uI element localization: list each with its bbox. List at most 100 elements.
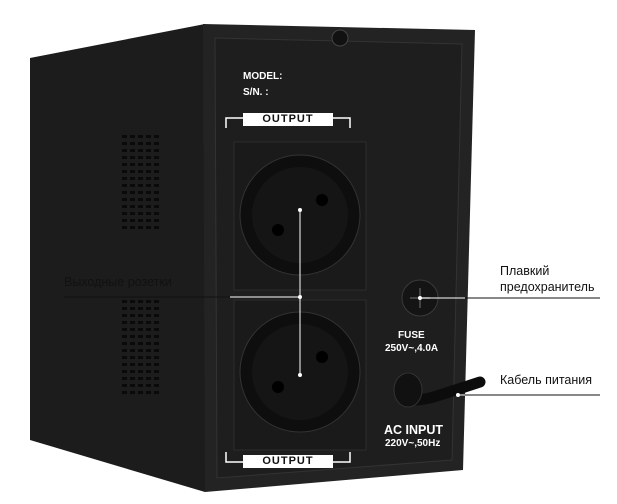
callout-fuse-line2: предохранитель — [500, 280, 595, 294]
vent-slot — [146, 191, 151, 194]
vent-slot — [146, 205, 151, 208]
vent-slot — [146, 212, 151, 215]
vent-slot — [154, 184, 159, 187]
vent-slot — [154, 335, 159, 338]
vent-slot — [130, 300, 135, 303]
vent-slot — [154, 314, 159, 317]
vent-slot — [130, 177, 135, 180]
vent-slot — [130, 342, 135, 345]
vent-slot — [146, 384, 151, 387]
vent-slot — [138, 177, 143, 180]
vent-slot — [122, 226, 127, 229]
vent-slot — [122, 391, 127, 394]
vent-slot — [122, 170, 127, 173]
vent-slot — [154, 328, 159, 331]
ac-input-title: AC INPUT — [384, 423, 444, 437]
vent-slot — [138, 384, 143, 387]
vent-slot — [130, 205, 135, 208]
vent-slot — [138, 219, 143, 222]
vent-slot — [138, 370, 143, 373]
vent-slot — [122, 342, 127, 345]
vent-slot — [122, 219, 127, 222]
vent-slot — [154, 384, 159, 387]
vent-slot — [138, 135, 143, 138]
vent-slot — [154, 149, 159, 152]
vent-slot — [138, 149, 143, 152]
vent-slot — [146, 391, 151, 394]
ac-input-rating: 220V~,50Hz — [385, 438, 441, 449]
vent-slot — [138, 321, 143, 324]
side-vents — [122, 135, 159, 394]
vent-slot — [138, 142, 143, 145]
vent-slot — [146, 349, 151, 352]
vent-slot — [146, 300, 151, 303]
vent-slot — [154, 377, 159, 380]
vent-slot — [130, 226, 135, 229]
vent-slot — [138, 226, 143, 229]
vent-slot — [154, 356, 159, 359]
vent-slot — [122, 307, 127, 310]
vent-slot — [154, 363, 159, 366]
vent-slot — [138, 328, 143, 331]
vent-slot — [122, 328, 127, 331]
vent-slot — [130, 377, 135, 380]
vent-slot — [138, 184, 143, 187]
vent-slot — [122, 177, 127, 180]
vent-slot — [154, 212, 159, 215]
vent-slot — [154, 391, 159, 394]
vent-slot — [138, 307, 143, 310]
vent-slot — [154, 349, 159, 352]
vent-slot — [154, 226, 159, 229]
vent-slot — [138, 314, 143, 317]
vent-slot — [138, 391, 143, 394]
vent-slot — [130, 349, 135, 352]
vent-slot — [154, 177, 159, 180]
vent-slot — [122, 321, 127, 324]
vent-slot — [154, 300, 159, 303]
vent-slot — [146, 226, 151, 229]
vent-slot — [122, 384, 127, 387]
vent-slot — [138, 198, 143, 201]
vent-slot — [130, 391, 135, 394]
vent-slot — [138, 205, 143, 208]
callout-fuse-line1: Плавкий — [500, 264, 550, 278]
vent-slot — [154, 191, 159, 194]
vent-slot — [146, 328, 151, 331]
top-screw-icon — [331, 29, 349, 47]
model-label: MODEL: — [243, 71, 283, 82]
vent-slot — [154, 321, 159, 324]
vent-slot — [146, 321, 151, 324]
side-panel — [30, 24, 205, 492]
vent-slot — [146, 177, 151, 180]
vent-slot — [138, 356, 143, 359]
vent-slot — [138, 363, 143, 366]
vent-slot — [138, 163, 143, 166]
vent-slot — [154, 342, 159, 345]
vent-slot — [130, 370, 135, 373]
vent-slot — [130, 135, 135, 138]
vent-slot — [130, 142, 135, 145]
vent-slot — [146, 156, 151, 159]
vent-slot — [154, 170, 159, 173]
output-label-bottom: OUTPUT — [243, 455, 333, 468]
vent-slot — [154, 142, 159, 145]
vent-slot — [122, 163, 127, 166]
vent-slot — [146, 135, 151, 138]
callout-dots — [298, 208, 460, 397]
vent-slot — [130, 335, 135, 338]
vent-slot — [146, 342, 151, 345]
vent-slot — [130, 212, 135, 215]
vent-slot — [154, 307, 159, 310]
vent-slot — [122, 370, 127, 373]
vent-slot — [146, 370, 151, 373]
vent-slot — [122, 363, 127, 366]
fuse-rating: 250V~,4.0A — [385, 343, 439, 354]
vent-slot — [122, 142, 127, 145]
vent-slot — [146, 219, 151, 222]
vent-slot — [138, 212, 143, 215]
vent-slot — [146, 170, 151, 173]
vent-slot — [122, 335, 127, 338]
vent-slot — [146, 356, 151, 359]
